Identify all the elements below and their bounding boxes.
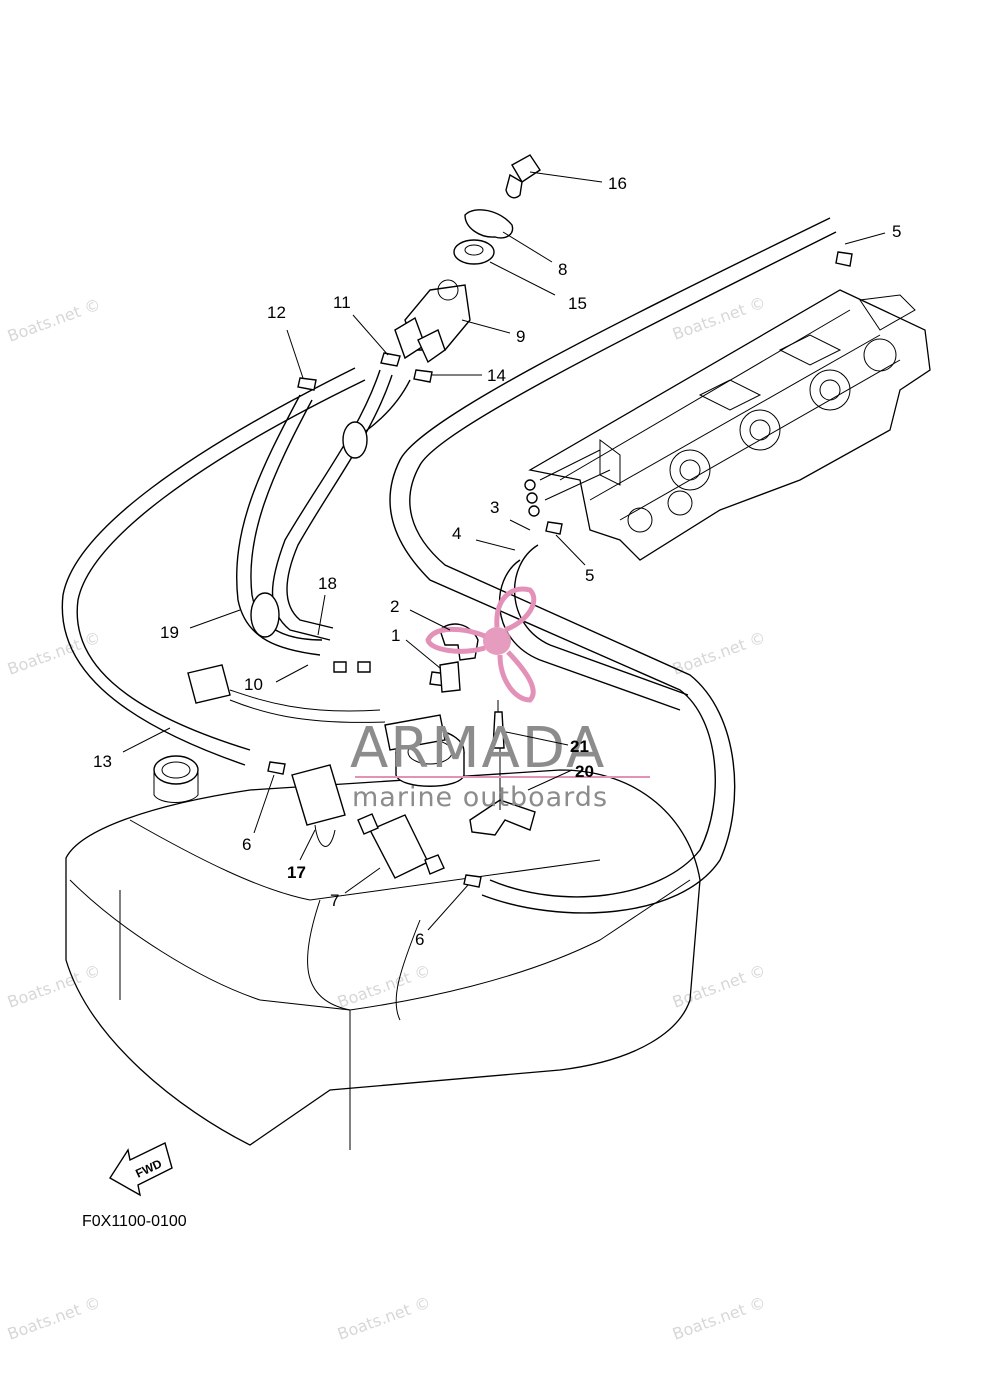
part-19-bracket (291, 764, 346, 847)
watermark-layer: Boats.net © Boats.net © Boats.net © Boat… (5, 293, 768, 1344)
part-17-nut (453, 239, 495, 265)
watermark-text: Boats.net © (335, 961, 433, 1012)
callout-3: 3 (490, 498, 499, 517)
callout-14: 18 (318, 574, 337, 593)
callout-1: 1 (391, 626, 400, 645)
watermark-text: Boats.net © (5, 295, 103, 346)
callout-16: 14 (487, 366, 506, 385)
armada-subtitle: marine outboards (352, 782, 608, 813)
callout-4: 4 (452, 524, 461, 543)
leader-lines (122, 171, 886, 931)
hose-clips (267, 251, 853, 888)
callout-10: 10 (244, 675, 263, 694)
callout-5b: 5 (585, 566, 594, 585)
engine-block (524, 289, 931, 561)
callout-12: 13 (93, 752, 112, 771)
callout-20: 20 (575, 762, 594, 781)
watermark-text: Boats.net © (335, 1293, 433, 1344)
armada-brand: ARMADA (350, 716, 606, 781)
part-9-valve (394, 279, 471, 364)
callout-5a: 5 (892, 222, 901, 241)
callout-11: 11 (333, 293, 351, 312)
watermark-text: Boats.net © (670, 1293, 768, 1344)
callouts: 16 8 15 9 14 11 12 5 3 4 5 2 1 18 19 10 … (93, 174, 901, 949)
callout-15: 19 (160, 623, 179, 642)
callout-13: 12 (267, 303, 286, 322)
fuel-hose-13 (236, 369, 411, 656)
fwd-arrow: FWD (109, 1142, 173, 1197)
callout-2: 2 (390, 597, 399, 616)
watermark-text: Boats.net © (5, 1293, 103, 1344)
fuel-tank (65, 755, 701, 1150)
callout-6b: 6 (415, 930, 424, 949)
armada-propeller-logo (425, 586, 537, 703)
fuel-hose-main (389, 217, 837, 914)
callout-7: 7 (330, 891, 339, 910)
callout-21: 21 (570, 737, 589, 756)
part-21-sensor (492, 700, 505, 749)
connector-plug (187, 664, 386, 723)
part-7-inline-filter (357, 813, 445, 879)
diagram-code: F0X1100-0100 (82, 1213, 187, 1230)
fuel-hose-12 (61, 367, 366, 766)
callout-8: 8 (558, 260, 567, 279)
watermark-text: Boats.net © (5, 961, 103, 1012)
callout-6a: 6 (242, 835, 251, 854)
callout-17: 15 (568, 294, 587, 313)
watermark-text: Boats.net © (670, 961, 768, 1012)
callout-19: 17 (287, 863, 306, 882)
callout-18: 16 (608, 174, 627, 193)
watermark-text: Boats.net © (670, 293, 768, 344)
part-18-bolt (505, 154, 541, 199)
callout-9: 9 (516, 327, 525, 346)
armada-watermark: ARMADA marine outboards (350, 586, 650, 813)
watermark-text: Boats.net © (670, 628, 768, 679)
